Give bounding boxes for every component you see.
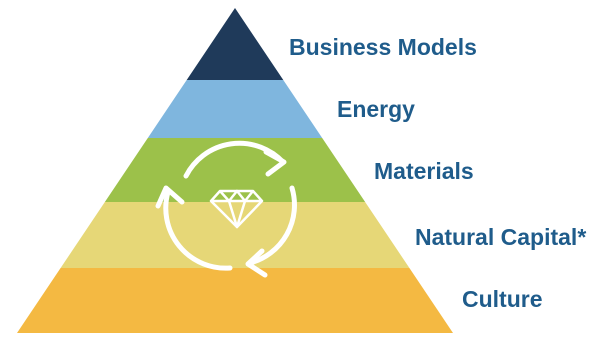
tier-label-energy: Energy [337, 96, 415, 122]
tier-band-energy [17, 80, 453, 138]
tier-label-business-models: Business Models [289, 34, 477, 60]
circular-arrows-icon [155, 140, 297, 278]
diamond-icon [209, 189, 264, 229]
tier-band-culture [17, 268, 453, 333]
tier-label-natural-capital: Natural Capital* [415, 224, 587, 250]
tier-label-culture: Culture [462, 286, 543, 312]
tier-label-materials: Materials [374, 158, 474, 184]
tier-band-materials [17, 138, 453, 202]
